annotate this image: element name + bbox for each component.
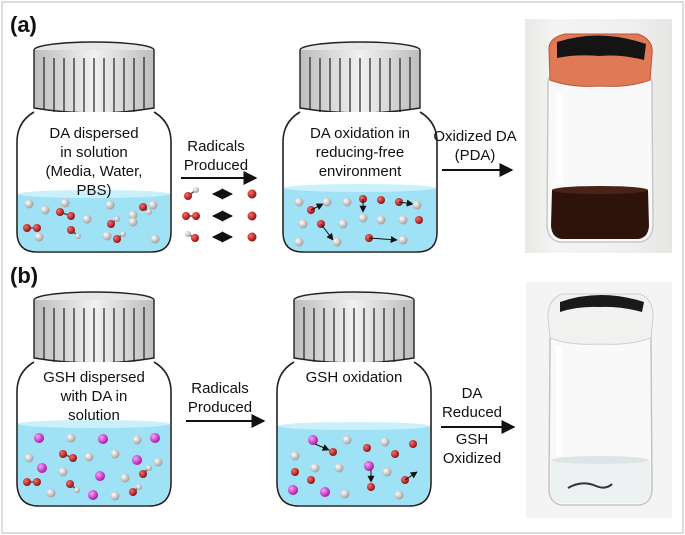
jar-a1-line4: PBS) bbox=[76, 182, 111, 199]
arrow-b1-line2: Produced bbox=[188, 399, 252, 416]
jar-a1: DA dispersed in solution (Media, Water, … bbox=[16, 41, 172, 253]
jar-a2-line2: reducing-free bbox=[316, 144, 404, 161]
jar-b1-line1: GSH dispersed bbox=[43, 369, 145, 386]
jar-a2: DA oxidation in reducing-free environmen… bbox=[282, 41, 438, 253]
brown-solution-vial-photo bbox=[525, 19, 672, 253]
arrow-a2-line1: Oxidized DA bbox=[433, 128, 516, 145]
jar-a2-line3: environment bbox=[319, 163, 402, 180]
jar-b1-line3: solution bbox=[68, 407, 120, 424]
jar-b2: GSH oxidation bbox=[276, 291, 432, 507]
panel-b-label: (b) bbox=[10, 263, 38, 288]
jar-a1-line2: in solution bbox=[60, 144, 128, 161]
jar-cap bbox=[293, 291, 415, 364]
arrow-b2-line2: Reduced bbox=[442, 404, 502, 421]
arrow-a1-line1: Radicals bbox=[187, 138, 245, 155]
molecules bbox=[294, 195, 423, 247]
radical-legend bbox=[182, 187, 257, 243]
arrow-a2-line2: (PDA) bbox=[455, 147, 496, 164]
jar-a1-line3: (Media, Water, bbox=[46, 163, 143, 180]
arrow-a1-line2: Produced bbox=[184, 157, 248, 174]
jar-cap bbox=[33, 291, 155, 364]
arrow-b2-line3: GSH bbox=[456, 431, 489, 448]
molecules bbox=[23, 198, 160, 244]
water bbox=[18, 194, 170, 251]
jar-cap bbox=[33, 41, 155, 114]
molecules bbox=[288, 435, 418, 500]
arrow-b1-line1: Radicals bbox=[191, 380, 249, 397]
water bbox=[18, 424, 170, 505]
molecules bbox=[23, 433, 163, 501]
water bbox=[278, 426, 430, 505]
jar-cap bbox=[299, 41, 421, 114]
jar-b2-line1: GSH oxidation bbox=[306, 369, 403, 386]
jar-b1-line2: with DA in bbox=[60, 388, 128, 405]
panel-a-label: (a) bbox=[10, 12, 37, 37]
arrow-b2-line4: Oxidized bbox=[443, 450, 501, 467]
clear-solution-vial-photo bbox=[526, 282, 672, 518]
jar-a2-line1: DA oxidation in bbox=[310, 125, 410, 142]
arrow-b2-line1: DA bbox=[462, 385, 483, 402]
jar-a1-line1: DA dispersed bbox=[49, 125, 138, 142]
jar-b1: GSH dispersed with DA in solution bbox=[16, 291, 172, 507]
